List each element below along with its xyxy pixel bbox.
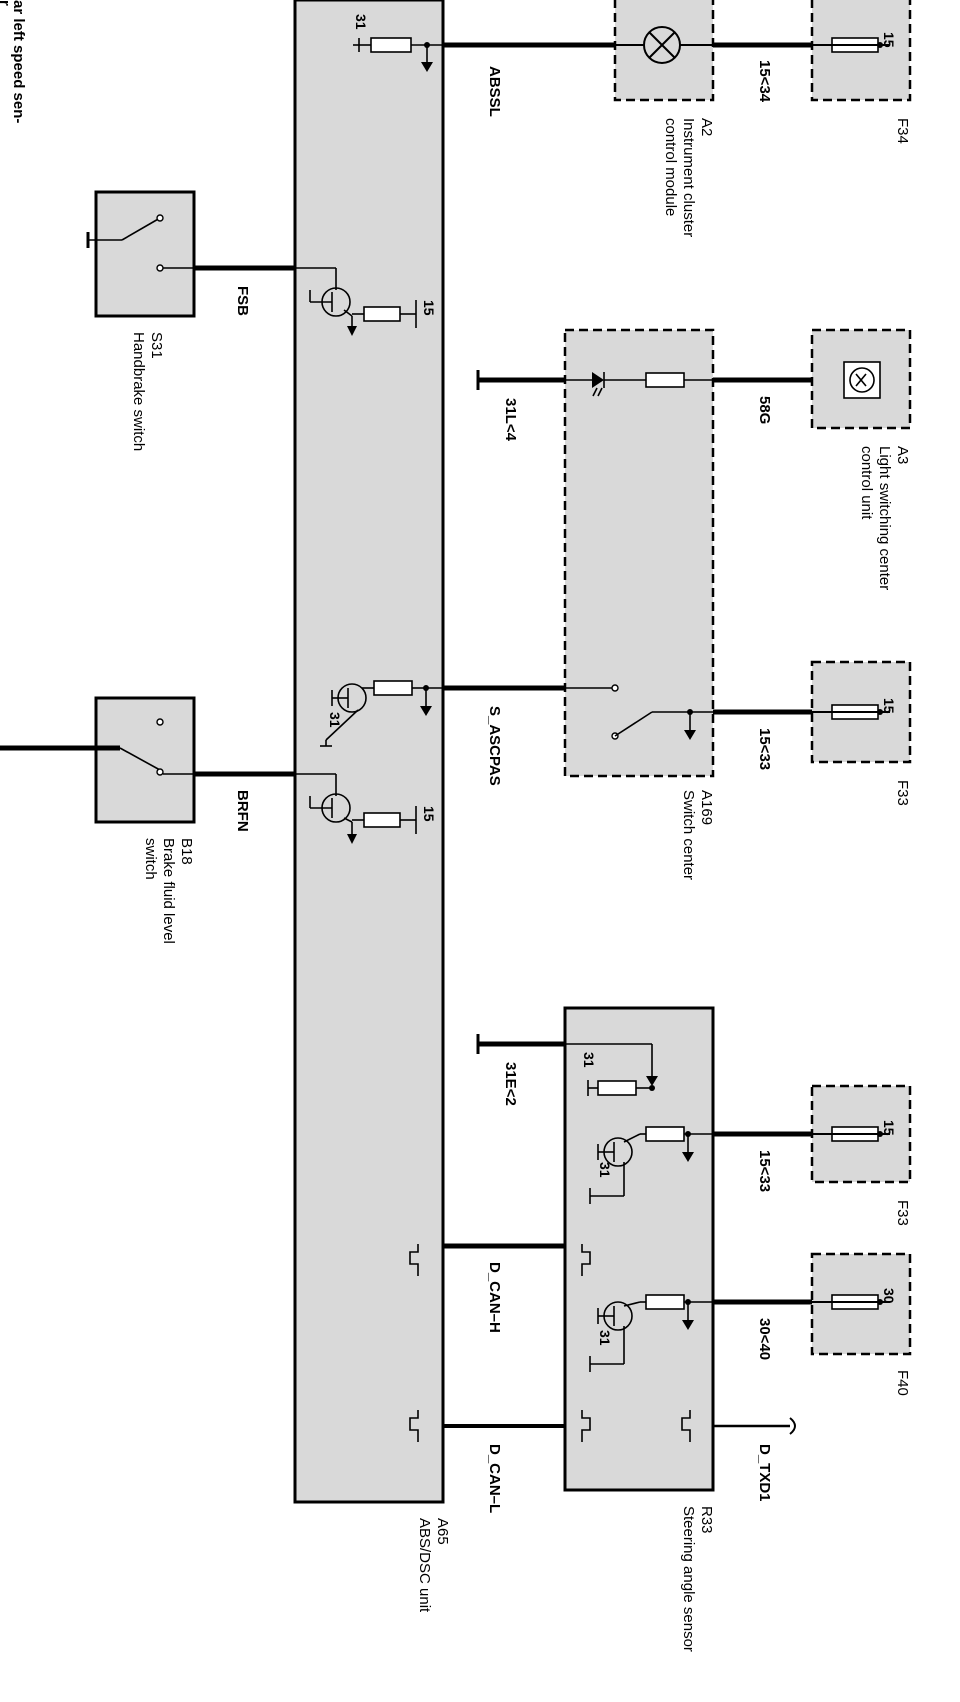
svg-text:31: 31 [327, 712, 343, 728]
a65-can-l-pulse [409, 1410, 419, 1442]
svg-text:15: 15 [421, 300, 437, 316]
a65-can-h-pulse [409, 1244, 419, 1276]
a2-name-2: control module [662, 118, 679, 216]
a65-ascpas-circuit: 31 [320, 680, 443, 747]
a3-name-2: control unit [858, 446, 875, 520]
f40-id: F40 [894, 1370, 911, 1396]
f33b-pin: 15 [881, 1120, 897, 1136]
connector-icon [789, 1417, 796, 1435]
a3-name-1: Light switching center [876, 446, 893, 590]
b18-name-2: switch [142, 838, 159, 880]
a65-abs-dsc-unit [293, 0, 445, 1504]
a2-name-1: Instrument cluster [680, 118, 697, 237]
a169-name: Switch center [680, 790, 697, 880]
wire-brfn-label: BRFN [234, 790, 251, 832]
a65-id: A65 [434, 1518, 451, 1545]
a65-name: ABS/DSC unit [416, 1518, 433, 1613]
cutoff-label-2: r [0, 0, 13, 6]
s31-name: Handbrake switch [130, 332, 147, 451]
a169-switch-icon [565, 684, 713, 740]
svg-text:15: 15 [421, 806, 437, 822]
wire-15-34-label: 15<34 [756, 60, 773, 103]
f33a-id: F33 [894, 780, 911, 806]
fuse-icon [812, 704, 890, 720]
wire-d-can-l-label: D_CAN–L [486, 1444, 503, 1513]
r33-txd1-pulse [681, 1410, 691, 1442]
r33-can-l-pulse [581, 1410, 591, 1442]
wire-31l-4-label: 31L<4 [502, 398, 519, 442]
a65-fsb-transistor: 15 [296, 267, 437, 336]
f34-pin: 15 [881, 32, 897, 48]
a2-id: A2 [698, 118, 715, 136]
wire-abssl-label: ABSSL [486, 66, 503, 117]
a65-brfn-transistor: 15 [296, 773, 437, 844]
wire-s-ascpas-label: S_ASCPAS [486, 706, 503, 786]
wire-d-txd1-label: D_TXD1 [756, 1444, 773, 1502]
switch-icon [119, 718, 194, 776]
r33-transistor-2: 31 [589, 1294, 713, 1372]
r33-name: Steering angle sensor [680, 1506, 697, 1652]
fuse-icon [812, 1294, 890, 1310]
wire-31e-2-label: 31E<2 [502, 1062, 519, 1106]
light-switch-icon [843, 361, 881, 399]
wire-d-can-h-label: D_CAN–H [486, 1262, 503, 1333]
fuse-icon [812, 1126, 890, 1142]
a3-id: A3 [894, 446, 911, 464]
svg-text:31: 31 [597, 1162, 613, 1178]
wire-15-33a-label: 15<33 [756, 728, 773, 770]
a65-abssl-circuit: 31 [353, 14, 443, 72]
svg-text:31: 31 [581, 1052, 597, 1068]
fuse-icon [812, 37, 890, 53]
a2-instrument-cluster [613, 0, 715, 102]
wire-15-33b-label: 15<33 [756, 1150, 773, 1192]
wire-fsb-label: FSB [234, 286, 251, 316]
s31-id: S31 [148, 332, 165, 359]
r33-transistor-1: 31 [589, 1126, 713, 1204]
a169-id: A169 [698, 790, 715, 825]
wire-30-40-label: 30<40 [756, 1318, 773, 1360]
svg-text:31: 31 [353, 14, 369, 30]
b18-brake-fluid-switch [94, 696, 196, 824]
b18-id: B18 [178, 838, 195, 865]
f33a-pin: 15 [881, 698, 897, 714]
svg-text:31: 31 [597, 1330, 613, 1346]
b18-name-1: Brake fluid level [160, 838, 177, 944]
f34-id: F34 [894, 118, 911, 144]
s31-handbrake-switch [94, 190, 196, 318]
r33-ground-circuit: 31 [565, 1043, 658, 1096]
switch-icon [86, 214, 194, 272]
wire-58g-label: 58G [756, 396, 773, 424]
r33-can-h-pulse [581, 1244, 591, 1276]
cutoff-label: ar left speed sen- [10, 0, 27, 123]
f40-pin: 30 [881, 1288, 897, 1304]
r33-id: R33 [698, 1506, 715, 1534]
f33b-id: F33 [894, 1200, 911, 1226]
a169-led-circuit [565, 372, 713, 397]
a169-switch-center [563, 328, 715, 778]
